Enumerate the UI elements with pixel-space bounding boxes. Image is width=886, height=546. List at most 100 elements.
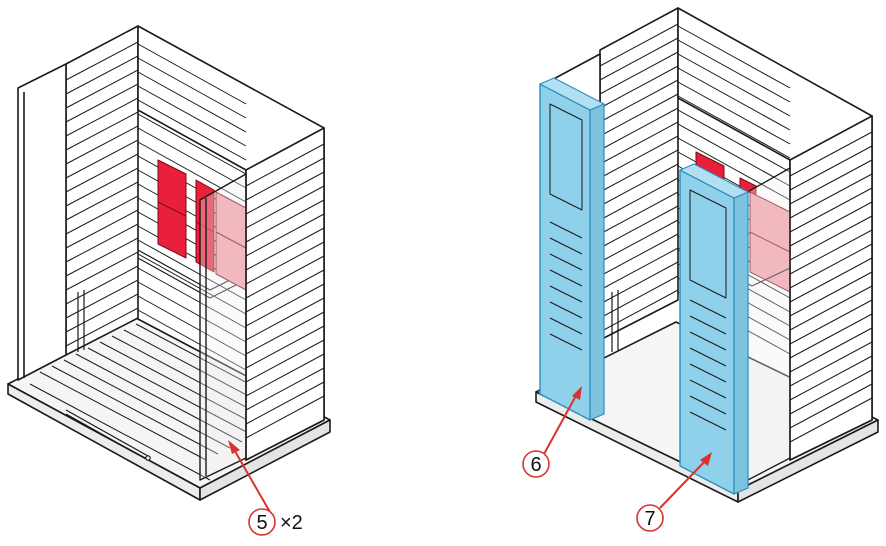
wall-slat-line	[65, 55, 139, 95]
wall-slat-line	[789, 257, 873, 303]
wall-slat-line	[65, 41, 139, 81]
wall-slat-line	[789, 369, 873, 415]
wall-slat-line	[137, 141, 247, 203]
wall-slat-line	[65, 223, 139, 263]
door-slat-line	[689, 395, 727, 415]
wall-slat-line	[137, 295, 247, 357]
left-bench	[77, 249, 247, 352]
wall-slat-line	[789, 313, 873, 359]
floor-slat-line	[29, 383, 211, 481]
door-slat-line	[689, 347, 727, 367]
wall-slat-line	[677, 137, 791, 201]
wall-slat-line	[599, 289, 679, 333]
door-slat-line	[689, 363, 727, 383]
wall-slat-line	[65, 237, 139, 277]
wall-slat-line	[789, 327, 873, 373]
door-slat-line	[549, 317, 583, 335]
wall-slat-line	[599, 163, 679, 207]
wall-slat-line	[137, 71, 247, 133]
wall-slat-line	[245, 185, 325, 229]
right-back-wall	[599, 7, 679, 341]
wall-slat-line	[789, 201, 873, 247]
callout-5-number: 5	[256, 512, 267, 534]
wall-slat-line	[65, 251, 139, 291]
floor-slat-line	[39, 371, 207, 461]
left-open-frame	[17, 63, 67, 381]
wall-slat-line	[137, 281, 247, 343]
wall-slat-line	[65, 139, 139, 179]
callout-7-circle	[636, 504, 664, 532]
callout-5-arrow-line	[231, 445, 271, 513]
wall-slat-line	[599, 37, 679, 81]
wall-slat-line	[789, 355, 873, 401]
wall-slat-line	[245, 213, 325, 257]
glass-panel-part-5	[199, 173, 247, 481]
right-glass-side	[743, 167, 791, 483]
floor-slat-line	[51, 365, 219, 455]
door-slat-line	[689, 411, 727, 431]
callout-7-arrowhead	[700, 452, 712, 466]
door-slat-line	[549, 269, 583, 287]
callout-part-5: 5 ×2	[228, 440, 303, 536]
wall-slat-line	[65, 167, 139, 207]
wall-slat-line	[65, 209, 139, 249]
wall-slat-line	[677, 67, 791, 131]
door-panel-part-7	[679, 163, 749, 495]
wall-slat-line	[599, 191, 679, 235]
wall-slat-line	[137, 309, 247, 371]
callout-6-arrow-line	[543, 391, 579, 455]
wall-slat-line	[65, 181, 139, 221]
wall-slat-line	[599, 275, 679, 319]
wall-slat-line	[789, 285, 873, 331]
wall-slat-line	[677, 39, 791, 103]
callout-5-arrowhead	[228, 440, 240, 454]
wall-slat-line	[65, 195, 139, 235]
wall-slat-line	[245, 381, 325, 425]
wall-slat-line	[599, 177, 679, 221]
right-sauna-illustration	[535, 7, 879, 503]
wall-slat-line	[245, 325, 325, 369]
wall-slat-line	[677, 53, 791, 117]
wall-slat-line	[245, 241, 325, 285]
door-panel-part-6	[539, 77, 605, 421]
wall-slat-line	[789, 299, 873, 345]
callout-6-number: 6	[530, 454, 541, 476]
wall-slat-line	[245, 339, 325, 383]
wall-slat-line	[137, 127, 247, 189]
door-slat-line	[549, 301, 583, 319]
wall-slat-line	[245, 171, 325, 215]
left-floor-rail	[65, 409, 151, 461]
wall-slat-line	[245, 367, 325, 411]
wall-slat-line	[599, 205, 679, 249]
wall-slat-line	[789, 383, 873, 429]
left-front-wall	[245, 127, 325, 461]
wall-slat-line	[245, 157, 325, 201]
door-slat-line	[689, 299, 727, 319]
wall-slat-line	[245, 269, 325, 313]
wall-slat-line	[137, 253, 247, 315]
wall-slat-line	[65, 69, 139, 109]
door-slat-line	[549, 237, 583, 255]
wall-slat-line	[789, 243, 873, 289]
door-slat-line	[689, 331, 727, 351]
door-slat-line	[549, 333, 583, 351]
wall-slat-line	[245, 199, 325, 243]
callout-7-number: 7	[644, 508, 655, 530]
wall-slat-line	[245, 143, 325, 187]
wall-slat-line	[789, 397, 873, 443]
wall-slat-line	[789, 131, 873, 177]
floor-slat-line	[63, 359, 231, 449]
door-slat-line	[549, 285, 583, 303]
wall-slat-line	[789, 159, 873, 205]
left-back-wall	[65, 25, 139, 356]
wall-slat-line	[677, 95, 791, 159]
door-slat-line	[689, 315, 727, 335]
left-sauna-illustration	[7, 25, 331, 501]
callout-7-arrow-line	[659, 457, 709, 509]
door-slat-line	[689, 379, 727, 399]
wall-slat-line	[677, 123, 791, 187]
wall-slat-line	[599, 247, 679, 291]
wall-slat-line	[677, 109, 791, 173]
wall-slat-line	[599, 51, 679, 95]
